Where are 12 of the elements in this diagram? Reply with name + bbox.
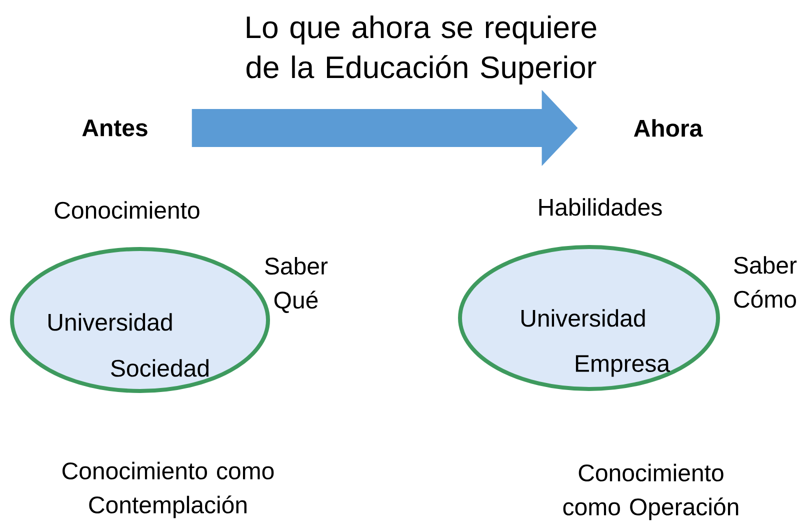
heading: Ahora [634, 119, 703, 137]
label: Conocimiento como Operación [563, 464, 738, 520]
label: Habilidades [539, 198, 662, 216]
ellipse-text: Universidad [48, 313, 172, 331]
ellipse-text: Universidad [522, 309, 645, 327]
ellipse-text: Empresa [576, 355, 670, 377]
label: Saber Qué [265, 257, 328, 313]
label: Conocimiento [54, 201, 200, 219]
title: Lo que ahora se requiere de la Educación Superior [246, 16, 596, 84]
label: Conocimiento como Contemplación [62, 462, 274, 518]
heading: Antes [82, 120, 148, 136]
ellipse-text: Sociedad [111, 359, 208, 377]
